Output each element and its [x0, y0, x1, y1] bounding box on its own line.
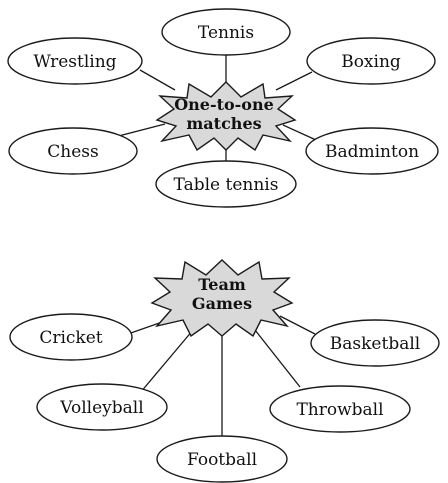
- connector-line: [139, 69, 176, 91]
- connector-line: [275, 71, 313, 91]
- label-boxing: Boxing: [341, 52, 401, 72]
- center-label-line2: matches: [186, 114, 261, 133]
- oval-boxing: [306, 37, 436, 85]
- label-table-tennis: Table tennis: [174, 175, 279, 195]
- oval-throwball: [269, 385, 411, 433]
- oval-chess: [8, 127, 138, 175]
- oval-badminton: [305, 127, 439, 175]
- oval-cricket: [9, 313, 133, 361]
- one-to-one-diagram: One-to-one matches Tennis Wrestling Boxi…: [7, 8, 439, 208]
- connector-line: [254, 329, 301, 388]
- label-football: Football: [187, 450, 257, 470]
- label-wrestling: Wrestling: [33, 52, 116, 72]
- label-chess: Chess: [47, 142, 98, 162]
- label-badminton: Badminton: [325, 142, 419, 162]
- label-tennis: Tennis: [198, 23, 254, 43]
- oval-basketball: [310, 319, 440, 367]
- connector-line: [279, 315, 316, 335]
- oval-wrestling: [7, 37, 143, 85]
- connector-line: [139, 329, 194, 394]
- oval-table-tennis: [155, 160, 297, 208]
- oval-volleyball: [36, 383, 168, 431]
- team-games-diagram: Team Games Cricket Basketball Volleyball…: [9, 259, 440, 483]
- center-starburst: [150, 259, 294, 338]
- oval-tennis: [161, 8, 291, 56]
- label-volleyball: Volleyball: [59, 398, 143, 418]
- label-basketball: Basketball: [330, 334, 420, 354]
- center-label-line1: Team: [198, 275, 246, 294]
- label-cricket: Cricket: [39, 328, 102, 348]
- oval-football: [156, 435, 288, 483]
- label-throwball: Throwball: [296, 400, 383, 420]
- center-label-line1: One-to-one: [174, 95, 274, 114]
- connector-line: [282, 124, 317, 141]
- center-starburst: [155, 81, 297, 152]
- center-label-line2: Games: [192, 294, 252, 313]
